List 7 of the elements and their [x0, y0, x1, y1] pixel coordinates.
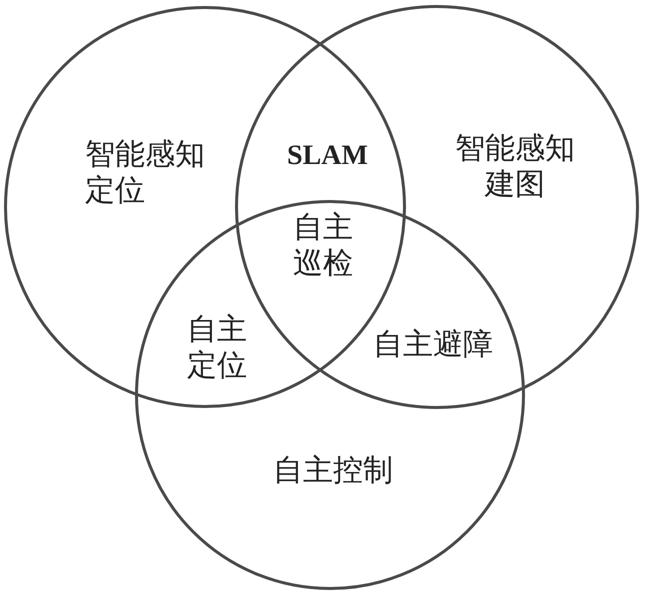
overlap-label: 自主定位 [186, 312, 248, 384]
region-label: 自主控制 [272, 453, 394, 489]
overlap-label: SLAM [286, 139, 369, 173]
overlap-label: 自主巡检 [292, 210, 354, 282]
region-label: 智能感知建图 [454, 131, 576, 203]
overlap-label: 自主避障 [372, 327, 494, 363]
region-label: 智能感知定位 [85, 137, 206, 209]
